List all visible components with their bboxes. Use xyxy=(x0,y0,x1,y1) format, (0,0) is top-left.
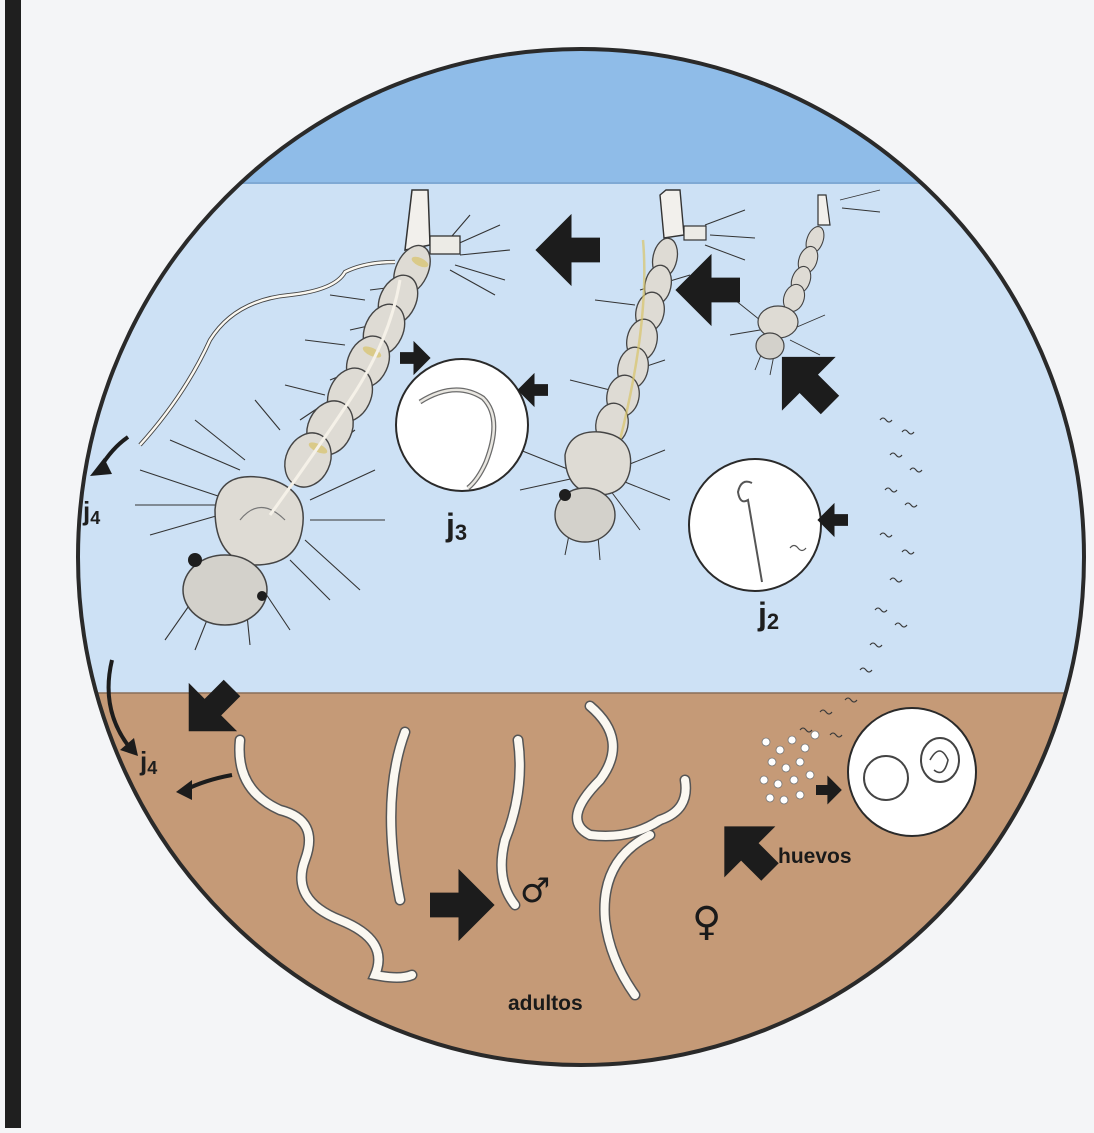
inset-j2 xyxy=(689,459,821,591)
male-symbol: ♂ xyxy=(520,871,550,911)
page-binding-edge xyxy=(5,0,21,1128)
female-symbol: ♀ xyxy=(692,899,721,945)
label-adults: adultos xyxy=(508,992,583,1015)
label-eggs: huevos xyxy=(778,845,852,868)
inset-j3 xyxy=(396,359,528,491)
inset-eggs xyxy=(848,708,976,836)
sky-band xyxy=(70,40,1094,185)
